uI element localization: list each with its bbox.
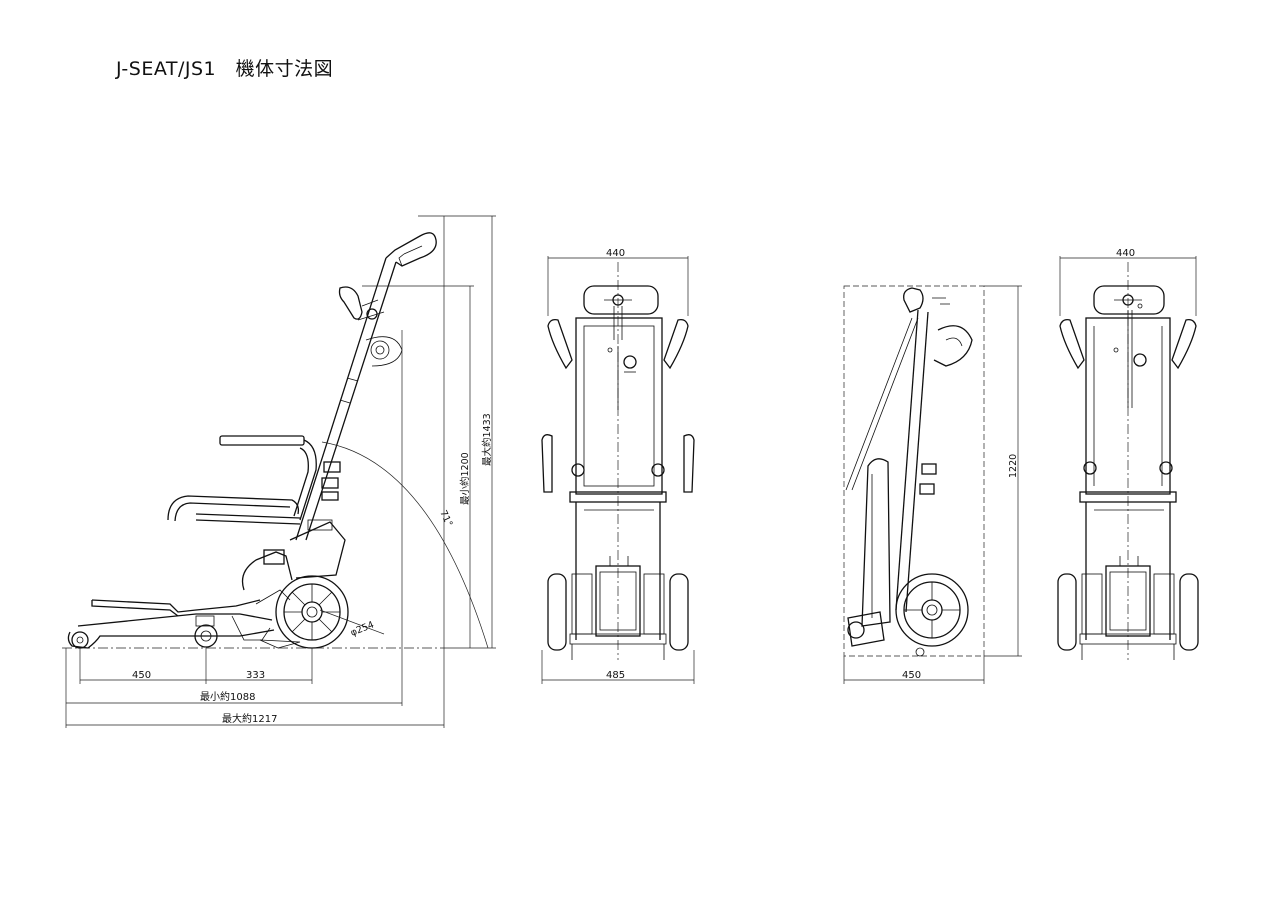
side-armrest	[219, 435, 317, 521]
rear-view: 440	[1057, 248, 1199, 660]
dim-max-length-label: 最大約1217	[222, 712, 277, 725]
side-seat	[167, 495, 301, 525]
front-top-width-label: 440	[606, 248, 625, 259]
front-bottom-width-label: 485	[606, 670, 625, 681]
side-main-frame	[295, 232, 437, 541]
dim-max-height-label: 最大約1433	[481, 413, 493, 466]
rear-top-width-label: 440	[1116, 248, 1135, 259]
dim-450-label: 450	[132, 670, 151, 681]
folded-view: 1220 450	[843, 285, 1022, 684]
front-view: 440 485	[541, 248, 695, 684]
side-big-wheel	[275, 575, 349, 649]
dim-min-length-label: 最小約1088	[200, 690, 255, 703]
side-view: 71° φ254 450 333 最小約1088 最大約1217 最小約1200…	[62, 215, 496, 728]
angle-label: 71°	[437, 509, 454, 529]
folded-height-label: 1220	[1008, 454, 1019, 478]
page-title: J-SEAT/JS1 機体寸法図	[116, 58, 334, 80]
dim-min-height-label: 最小約1200	[459, 452, 471, 505]
side-body	[241, 519, 346, 605]
folded-bottom-width-label: 450	[902, 670, 921, 681]
side-footrest	[67, 599, 301, 649]
dim-333-label: 333	[246, 670, 265, 681]
